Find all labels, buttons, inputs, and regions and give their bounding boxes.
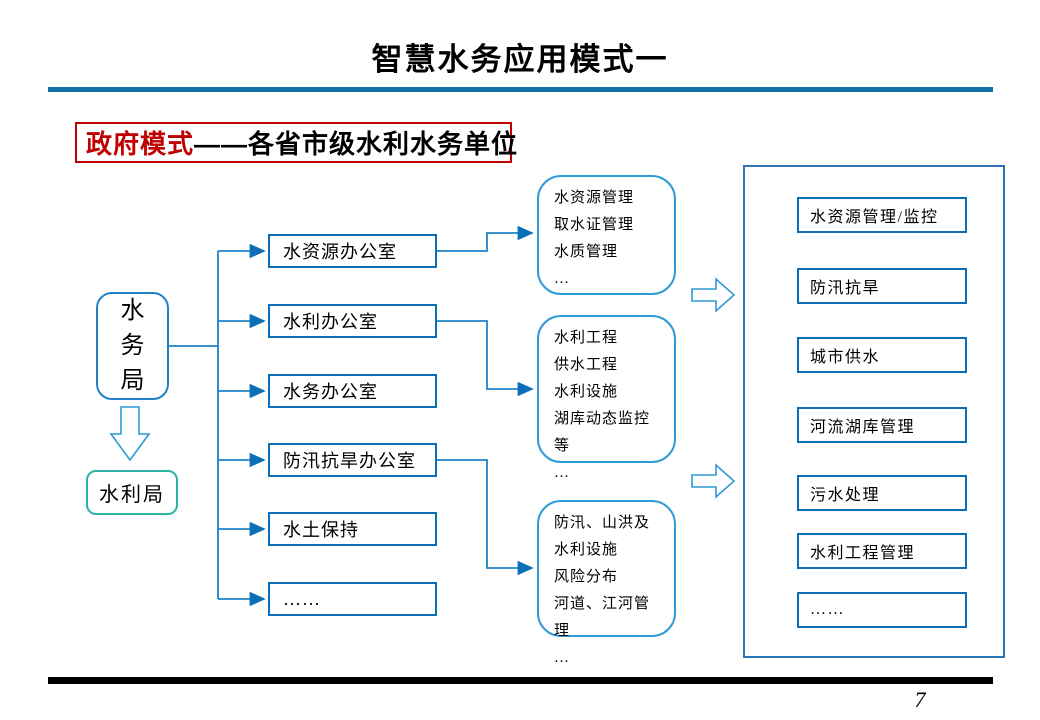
office-label: 水利办公室 [283, 312, 378, 332]
office-label: 水土保持 [283, 520, 359, 540]
detail-line: 水利设施 [554, 384, 619, 400]
detail-line: 水利工程 [554, 330, 619, 346]
org-root-box: 水务局 [96, 292, 169, 400]
detail-connector [437, 320, 534, 397]
detail-connector [437, 459, 534, 576]
banner-highlight: 政府模式 [86, 129, 195, 159]
function-label: 水资源管理/监控 [810, 209, 939, 226]
detail-box: 水资源管理 取水证管理 水质管理 … [537, 175, 676, 295]
detail-line: 水质管理 [554, 244, 619, 260]
banner-rest: ——各省市级水利水务单位 [194, 129, 519, 159]
function-label: …… [810, 601, 845, 618]
office-label: 水务办公室 [283, 382, 378, 402]
detail-box: 水利工程 供水工程 水利设施 湖库动态监控等 … [537, 315, 676, 481]
footer-divider [48, 677, 993, 684]
function-label: 水利工程管理 [810, 545, 916, 562]
detail-line: 河道、江河管理 [554, 596, 651, 639]
function-label: 河流湖库管理 [810, 419, 916, 436]
office-box: 水土保持 [268, 512, 437, 546]
org-secondary-label: 水利局 [99, 484, 165, 506]
page-number: 7 [914, 687, 926, 712]
office-box: …… [268, 582, 437, 616]
detail-line: … [554, 271, 570, 287]
function-label: 污水处理 [810, 487, 881, 504]
function-box: 城市供水 [797, 337, 967, 373]
office-label: 防汛抗旱办公室 [283, 451, 416, 471]
detail-connector [437, 225, 534, 252]
org-secondary-box: 水利局 [86, 470, 178, 515]
office-box: 水务办公室 [268, 374, 437, 408]
org-root-label: 水务局 [120, 297, 145, 394]
detail-line: … [554, 465, 570, 481]
right-block-arrow [691, 277, 736, 313]
detail-box: 防汛、山洪及水利设施 风险分布 河道、江河管理 … [537, 500, 676, 666]
title-divider [48, 87, 993, 92]
function-box: 污水处理 [797, 475, 967, 511]
right-block-arrow [691, 463, 736, 499]
function-box: 河流湖库管理 [797, 407, 967, 443]
function-box: …… [797, 592, 967, 628]
function-box: 防汛抗旱 [797, 268, 967, 304]
detail-line: 水资源管理 [554, 190, 635, 206]
office-box: 水利办公室 [268, 304, 437, 338]
functions-frame [743, 165, 1005, 658]
function-box: 水资源管理/监控 [797, 197, 967, 233]
office-box: 防汛抗旱办公室 [268, 443, 437, 477]
detail-line: 风险分布 [554, 569, 619, 585]
section-banner: 政府模式——各省市级水利水务单位 [75, 122, 517, 163]
function-box: 水利工程管理 [797, 533, 967, 569]
down-block-arrow [109, 406, 151, 462]
detail-line: 供水工程 [554, 357, 619, 373]
function-label: 防汛抗旱 [810, 280, 881, 297]
office-label: …… [283, 588, 321, 609]
function-label: 城市供水 [810, 349, 881, 366]
office-box: 水资源办公室 [268, 234, 437, 268]
detail-line: 防汛、山洪及水利设施 [554, 515, 651, 558]
slide-title: 智慧水务应用模式一 [371, 42, 669, 77]
detail-line: … [554, 650, 570, 666]
detail-line: 取水证管理 [554, 217, 635, 233]
detail-line: 湖库动态监控等 [554, 411, 651, 454]
office-label: 水资源办公室 [283, 242, 397, 262]
